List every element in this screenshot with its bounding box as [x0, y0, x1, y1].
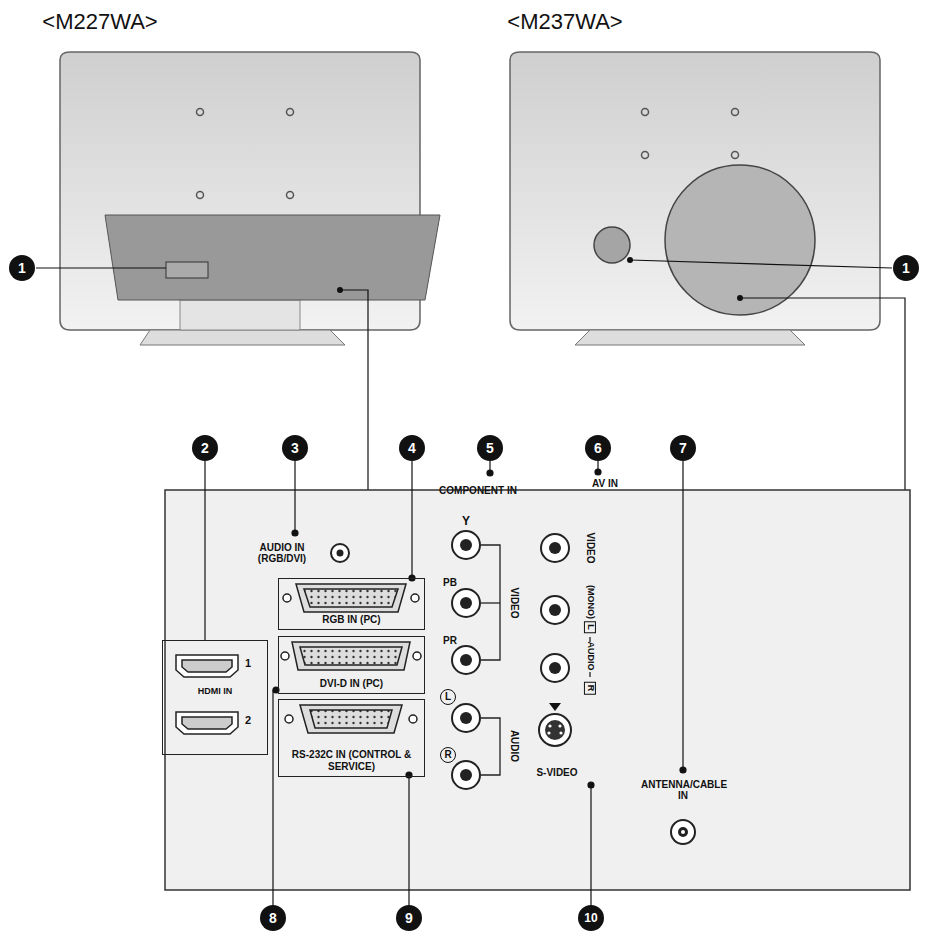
- callout-number: 9: [396, 905, 422, 931]
- connector-label: PR: [443, 635, 457, 646]
- connector-label: R: [440, 747, 456, 763]
- callout-number: 6: [585, 435, 611, 461]
- connector-label: AV IN: [592, 478, 618, 489]
- port-label: 1: [245, 657, 251, 670]
- connector-label: R: [584, 682, 596, 695]
- connector-label: AUDIO: [509, 730, 520, 762]
- connector-label: VIDEO: [509, 587, 520, 618]
- connector-label: AUDIO: [585, 642, 595, 671]
- connector-label: S-VIDEO: [536, 767, 577, 778]
- connector-label: ANTENNA/CABLE IN: [641, 779, 725, 801]
- connector-label: Y: [462, 515, 470, 528]
- callout-number: 10: [578, 905, 604, 931]
- port-label: RGB IN (PC): [322, 614, 380, 626]
- callout-number: 8: [260, 905, 286, 931]
- dvi-port-box: DVI-D IN (PC): [278, 636, 425, 694]
- tv-m237wa: [510, 52, 892, 345]
- port-label: 2: [245, 714, 251, 727]
- connector-label: COMPONENT IN: [433, 485, 523, 496]
- model-name: <M227WA>: [42, 10, 157, 34]
- connector-label: AUDIO IN (RGB/DVI): [246, 542, 318, 564]
- connector-label: L: [440, 689, 456, 705]
- connector-label: PB: [443, 577, 457, 588]
- connector-label: L: [584, 621, 596, 633]
- connector-label: VIDEO: [585, 532, 596, 563]
- connector-label: (MONO): [585, 585, 595, 619]
- callout-number: 3: [282, 435, 308, 461]
- tv-m227wa: [36, 52, 440, 345]
- port-label: DVI-D IN (PC): [320, 678, 383, 690]
- rs232c-port-box: RS-232C IN (CONTROL & SERVICE): [278, 699, 425, 777]
- callout-number: 5: [477, 435, 503, 461]
- port-label: HDMI IN: [163, 686, 267, 696]
- callout-number: 7: [670, 435, 696, 461]
- callout-number: 2: [192, 435, 218, 461]
- hdmi-port-group: 1HDMI IN 2: [162, 640, 268, 755]
- callout-number: 1: [9, 255, 35, 281]
- rgb-port-box: RGB IN (PC): [278, 578, 425, 630]
- callout-number: 1: [893, 255, 919, 281]
- callout-number: 4: [399, 435, 425, 461]
- model-name: <M237WA>: [507, 10, 622, 34]
- connector-panel: [165, 490, 910, 890]
- port-label: RS-232C IN (CONTROL & SERVICE): [284, 749, 419, 772]
